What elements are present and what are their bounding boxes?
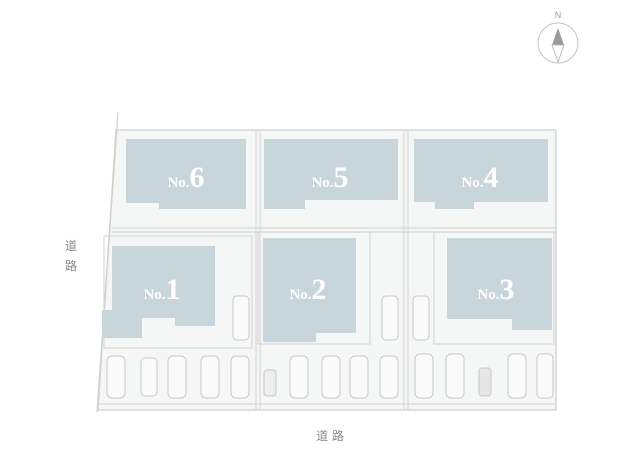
car-icon bbox=[379, 355, 399, 399]
car-icon bbox=[106, 355, 126, 399]
lot-2-prefix: No. bbox=[289, 287, 311, 303]
building-4 bbox=[414, 139, 548, 209]
car-icon bbox=[412, 295, 430, 341]
compass-north-label: N bbox=[555, 10, 562, 20]
car-icon bbox=[414, 353, 434, 399]
car-icon bbox=[140, 357, 158, 397]
building-1 bbox=[102, 246, 215, 338]
lot-4-number: 4 bbox=[484, 161, 499, 194]
lot-4-prefix: No. bbox=[461, 175, 483, 191]
compass-needle-south bbox=[551, 44, 565, 64]
car-icon bbox=[289, 355, 309, 399]
bike-icon bbox=[263, 369, 277, 397]
svg-text:No.4: No.4 bbox=[461, 161, 498, 194]
lot-1[interactable]: No.1 bbox=[102, 246, 215, 338]
svg-text:No.3: No.3 bbox=[477, 273, 514, 306]
lot-4[interactable]: No.4 bbox=[414, 139, 548, 209]
lot-6-number: 6 bbox=[190, 161, 205, 194]
building-5 bbox=[264, 139, 398, 209]
compass-needle-north bbox=[552, 28, 564, 45]
svg-text:No.5: No.5 bbox=[311, 161, 348, 194]
compass: N bbox=[537, 10, 579, 64]
car-icon bbox=[230, 355, 250, 399]
car-icon bbox=[321, 355, 341, 399]
building-6 bbox=[126, 139, 246, 209]
lot-dividers bbox=[98, 130, 556, 410]
svg-text:No.1: No.1 bbox=[143, 273, 180, 306]
car-icon bbox=[167, 355, 187, 399]
lot-1-prefix: No. bbox=[143, 287, 165, 303]
west-road-label-1: 道 bbox=[65, 239, 77, 253]
west-boundary-line bbox=[96, 111, 119, 413]
svg-text:No.6: No.6 bbox=[167, 161, 204, 194]
car-icon bbox=[536, 353, 554, 399]
building-3 bbox=[447, 238, 552, 330]
lot-5[interactable]: No.5 bbox=[264, 139, 398, 209]
bike-icon bbox=[478, 367, 492, 397]
lot-3-number: 3 bbox=[500, 273, 515, 306]
car-icon bbox=[445, 353, 465, 399]
lot-5-prefix: No. bbox=[311, 175, 333, 191]
building-2 bbox=[263, 238, 356, 342]
lot-3-prefix: No. bbox=[477, 287, 499, 303]
west-road-label-2: 路 bbox=[65, 258, 77, 273]
lot-1-number: 1 bbox=[166, 273, 181, 306]
lot-6[interactable]: No.6 bbox=[126, 139, 246, 209]
car-icon bbox=[381, 295, 399, 341]
lot-3[interactable]: No.3 bbox=[447, 238, 552, 330]
lot-2-number: 2 bbox=[312, 273, 327, 306]
car-icon bbox=[507, 353, 527, 399]
lot-2[interactable]: No.2 bbox=[263, 238, 356, 342]
car-icon bbox=[200, 355, 220, 399]
car-icon bbox=[232, 295, 250, 341]
parking-spaces bbox=[106, 295, 554, 399]
lot-6-prefix: No. bbox=[167, 175, 189, 191]
car-icon bbox=[349, 355, 369, 399]
lot-5-number: 5 bbox=[334, 161, 349, 194]
south-road-label: 道 路 bbox=[316, 428, 344, 443]
svg-text:No.2: No.2 bbox=[289, 273, 326, 306]
